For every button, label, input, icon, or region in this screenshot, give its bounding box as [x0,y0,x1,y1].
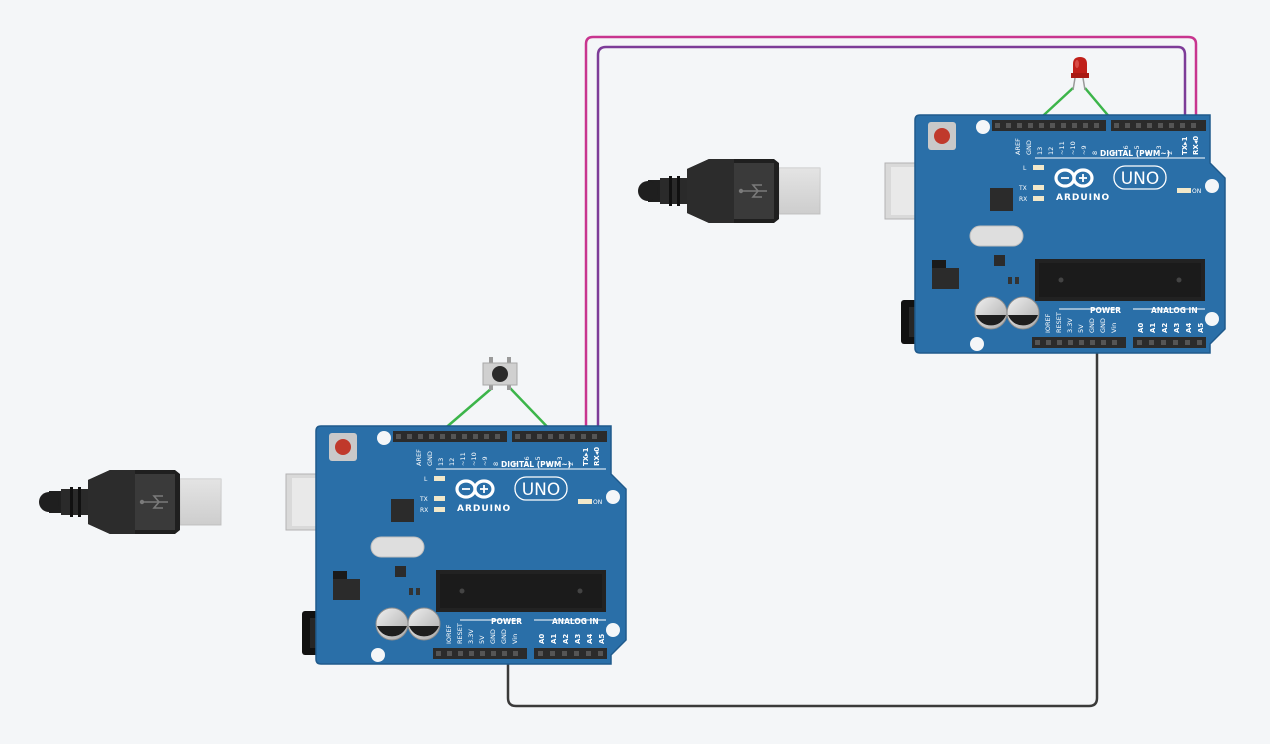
pin-label-6: ~6 [1122,145,1130,155]
power-pin-labels: IOREF RESET 3.3V 5V GND GND Vin [445,623,519,644]
brand-label: ARDUINO [1056,193,1110,203]
pin-label-a1: A1 [550,634,558,644]
led-label-tx: TX [1018,185,1027,192]
pin-label-10: ~10 [470,452,478,466]
pushbutton[interactable] [482,357,518,390]
led-label-l: L [424,476,428,483]
pin-label-13: 13 [437,458,445,466]
pin-label-a4: A4 [1185,323,1193,333]
pin-label-a5: A5 [598,634,606,644]
pin-label-reset: RESET [1055,312,1063,333]
led-label-l: L [1023,165,1027,172]
power-section-label: POWER [491,617,522,626]
pin-label-4: 4 [545,462,553,466]
pin-label-10: ~10 [1069,141,1077,155]
brand-label: ARDUINO [457,504,511,514]
model-label: UNO [522,480,561,500]
led-label-rx: RX [420,507,428,514]
pin-label-gnd-a: GND [489,629,497,644]
pin-label-rx0: RX◂0 [1192,136,1200,155]
digital-section-label: DIGITAL (PWM~) [501,460,571,469]
pin-label-2: 2 [567,462,575,466]
pin-label-13: 13 [1036,147,1044,155]
on-led-label: ON [1192,188,1201,195]
red-led[interactable] [1071,57,1089,91]
pin-label-7: 7 [512,462,520,466]
pin-label-a2: A2 [562,634,570,644]
pin-label-aref: AREF [415,449,423,466]
pin-label-3: ~3 [556,456,564,466]
digital-pin-labels: AREF GND 13 12 ~11 ~10 ~9 8 7 ~6 ~5 4 ~3… [415,447,601,466]
pin-label-9: ~9 [481,456,489,466]
pin-label-a3: A3 [1173,323,1181,333]
digital-pin-labels: AREF GND 13 12 ~11 ~10 ~9 8 7 ~6 ~5 4 ~3… [1014,136,1200,155]
pin-label-gnd-a: GND [1088,318,1096,333]
usb-cable-2[interactable] [637,158,821,224]
analog-section-label: ANALOG IN [1151,306,1198,315]
model-label: UNO [1121,169,1160,189]
pin-label-a5: A5 [1197,323,1205,333]
pin-label-8: 8 [492,462,500,466]
pin-label-8: 8 [1091,151,1099,155]
pin-label-tx1: TX▸1 [1181,136,1189,155]
pin-label-12: 12 [1047,147,1055,155]
pin-label-rx0: RX◂0 [593,447,601,466]
analog-pin-labels: A0 A1 A2 A3 A4 A5 [538,634,606,644]
pin-label-gnd: GND [426,451,434,466]
wire-tx-rx-pink[interactable] [584,35,1198,437]
digital-section-label: DIGITAL (PWM~) [1100,149,1170,158]
pin-label-3v3: 3.3V [467,629,475,644]
pin-label-9: ~9 [1080,145,1088,155]
pin-label-3: ~3 [1155,145,1163,155]
pin-label-4: 4 [1144,151,1152,155]
pin-label-a0: A0 [1137,323,1145,333]
pin-label-gnd: GND [1025,140,1033,155]
pin-label-5: ~5 [1133,145,1141,155]
pin-label-5v: 5V [478,635,486,644]
pin-label-tx1: TX▸1 [582,447,590,466]
pin-label-12: 12 [448,458,456,466]
pin-label-a3: A3 [574,634,582,644]
power-section-label: POWER [1090,306,1121,315]
pin-label-ioref: IOREF [1044,313,1052,333]
arduino-uno-board-1[interactable]: AREF GND 13 12 ~11 ~10 ~9 8 7 ~6 ~5 4 ~3… [284,424,628,666]
pin-label-3v3: 3.3V [1066,318,1074,333]
led-label-rx: RX [1019,196,1027,203]
pin-label-a4: A4 [586,634,594,644]
pin-label-2: 2 [1166,151,1174,155]
pin-label-reset: RESET [456,623,464,644]
pin-label-7: 7 [1111,151,1119,155]
pin-label-vin: Vin [1110,323,1118,333]
analog-section-label: ANALOG IN [552,617,599,626]
pin-label-gnd-b: GND [500,629,508,644]
analog-pin-labels: A0 A1 A2 A3 A4 A5 [1137,323,1205,333]
power-pin-labels: IOREF RESET 3.3V 5V GND GND Vin [1044,312,1118,333]
pin-label-vin: Vin [511,634,519,644]
pin-label-a0: A0 [538,634,546,644]
pin-label-a1: A1 [1149,323,1157,333]
pin-label-aref: AREF [1014,138,1022,155]
on-led-label: ON [593,499,602,506]
pin-label-5: ~5 [534,456,542,466]
pin-label-ioref: IOREF [445,624,453,644]
led-label-tx: TX [419,496,428,503]
wire-ground[interactable] [506,343,1099,708]
wire-rx-tx-purple[interactable] [596,45,1187,437]
usb-cable-1[interactable] [38,469,222,535]
pin-label-11: ~11 [459,452,467,466]
pin-label-5v: 5V [1077,324,1085,333]
pin-label-gnd-b: GND [1099,318,1107,333]
pin-label-a2: A2 [1161,323,1169,333]
pin-label-6: ~6 [523,456,531,466]
arduino-uno-board-2[interactable]: AREF GND 13 12 ~11 ~10 ~9 8 7 ~6 ~5 4 ~3… [883,113,1227,355]
pin-label-11: ~11 [1058,141,1066,155]
